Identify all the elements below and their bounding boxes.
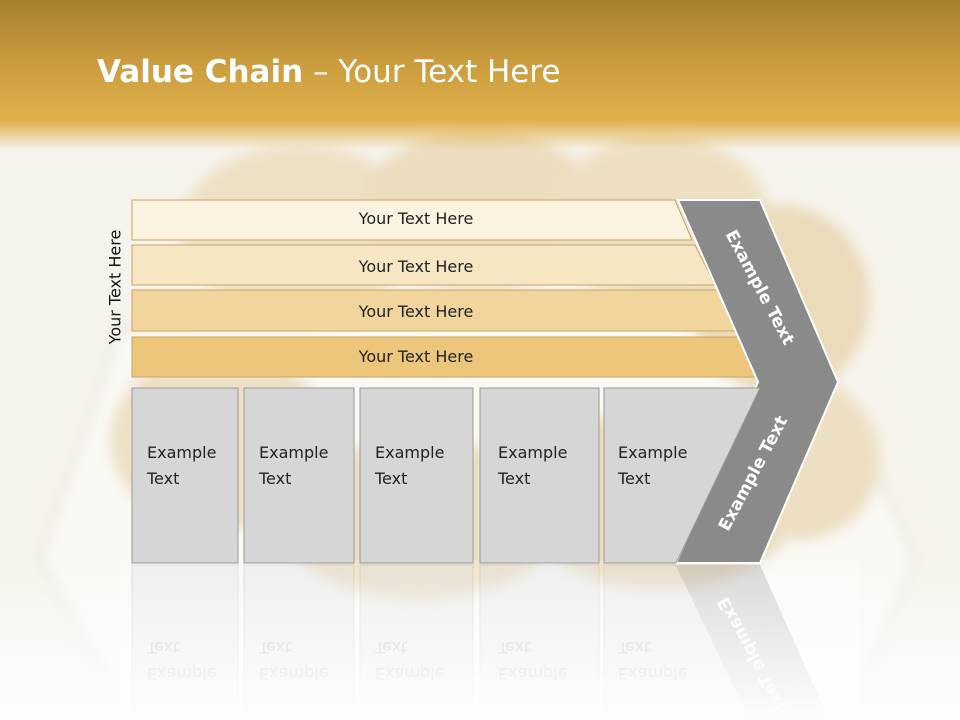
title-bold: Value Chain	[97, 54, 304, 90]
box-1-line1: Example	[147, 443, 216, 462]
header-band	[0, 0, 960, 150]
box-1[interactable]: Example Text	[131, 387, 239, 564]
bar-2-label: Your Text Here	[358, 257, 474, 276]
box-5-line2: Text	[617, 469, 650, 488]
box-2[interactable]: Example Text	[243, 387, 355, 564]
bar-1-label: Your Text Here	[358, 209, 474, 228]
box-5-line1: Example	[618, 443, 687, 462]
bar-4[interactable]: Your Text Here	[131, 336, 761, 378]
box-3[interactable]: Example Text	[359, 387, 474, 564]
box-4-line1: Example	[498, 443, 567, 462]
box-3-line2: Text	[374, 469, 407, 488]
box-1-line2: Text	[146, 469, 179, 488]
box-2-line2: Text	[258, 469, 291, 488]
box-5[interactable]: Example Text	[603, 387, 761, 564]
box-3-line1: Example	[375, 443, 444, 462]
reflection: Example Text Example Text Example Text E…	[120, 560, 860, 720]
chevron-arrow[interactable]: Example Text Example Text	[674, 199, 840, 564]
bar-1[interactable]: Your Text Here	[131, 199, 693, 241]
title-rest: – Your Text Here	[303, 54, 561, 90]
slide-title: Value Chain – Your Text Here	[97, 54, 560, 90]
box-4-line2: Text	[497, 469, 530, 488]
box-4[interactable]: Example Text	[479, 387, 600, 564]
bar-3-label: Your Text Here	[358, 302, 474, 321]
box-2-line1: Example	[259, 443, 328, 462]
bar-3[interactable]: Your Text Here	[131, 289, 739, 332]
bar-2[interactable]: Your Text Here	[131, 244, 716, 286]
bar-4-label: Your Text Here	[358, 347, 474, 366]
